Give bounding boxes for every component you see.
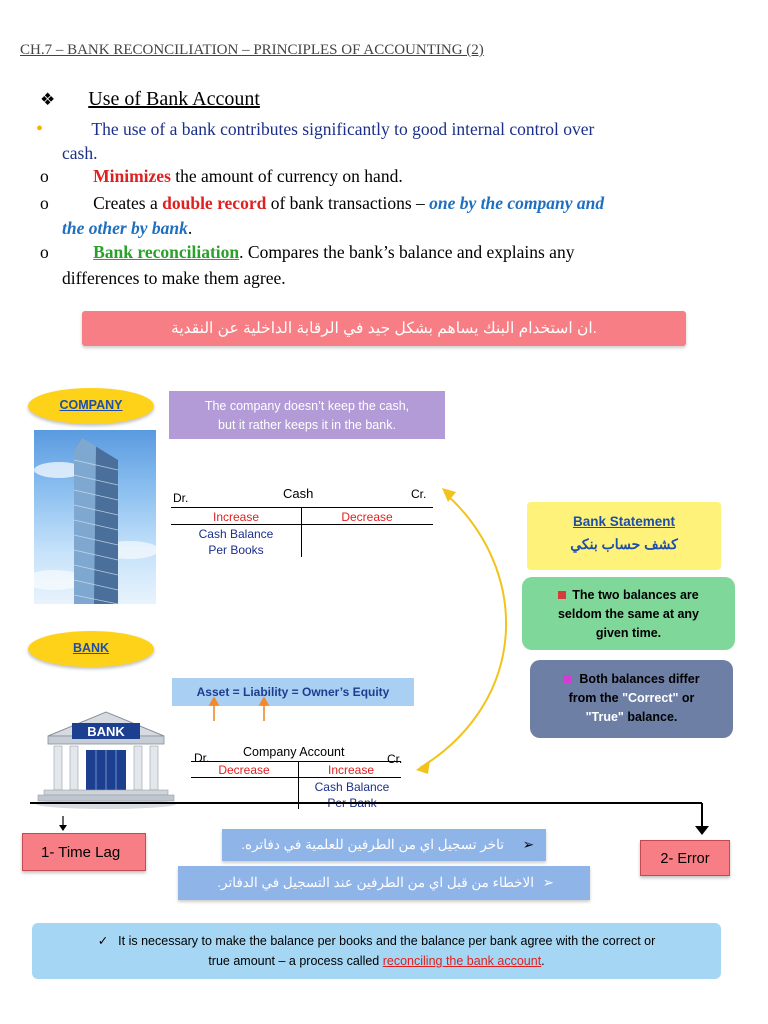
point-4-continuation: differences to make them agree. <box>62 268 286 288</box>
equation-arrows <box>208 696 270 721</box>
curved-arrow <box>416 488 508 774</box>
right-down-line <box>701 803 703 829</box>
point-4-text: . Compares the bank’s balance and explai… <box>239 242 575 262</box>
company-note-line-1: The company doesn’t keep the cash, <box>204 399 410 413</box>
point-3-bullet: o <box>40 193 49 213</box>
point-2: o Minimizes the amount of currency on ha… <box>40 164 403 188</box>
arrow-bullet-icon: ➢ <box>542 875 554 890</box>
gray-note-true: "True" <box>585 710 624 724</box>
point-1: • The use of a bank contributes signific… <box>36 117 594 141</box>
company-t-left-head: Decrease <box>218 763 270 777</box>
green-note-line-2: seldom the same at any <box>557 607 700 621</box>
cash-t-vertical-line <box>301 507 302 557</box>
point-3: o Creates a double record of bank transa… <box>40 191 604 215</box>
point-3-end: . <box>187 218 193 238</box>
company-note: The company doesn’t keep the cash, but i… <box>169 391 445 439</box>
point-4-emphasis: Bank reconciliation <box>93 242 240 262</box>
time-lag-arrow <box>59 816 67 831</box>
curved-arrow-head-top <box>442 488 456 502</box>
company-t-right-head: Increase <box>327 763 375 777</box>
arabic-time-lag-note: تاخر تسجيل اي من الطرفين للعلمية في دفات… <box>222 829 546 861</box>
cash-t-left-head: Increase <box>212 510 260 524</box>
arabic-time-lag-text: تاخر تسجيل اي من الطرفين للعلمية في دفات… <box>241 837 504 852</box>
gray-note-line-3b: balance. <box>623 710 678 724</box>
gray-note-line-2a: from the <box>568 691 623 705</box>
bank-statement-arabic: كشف حساب بنكي <box>570 536 678 552</box>
arrow-bullet-icon: ➢ <box>522 837 534 852</box>
point-3-italic-1: one by the company and <box>429 193 605 213</box>
company-note-line-2: but it rather keeps it in the bank. <box>218 418 396 432</box>
cash-t-dr-label: Dr. <box>173 491 189 505</box>
green-note-bullet-icon <box>558 591 567 599</box>
bank-statement-box: Bank Statement كشف حساب بنكي <box>527 502 721 570</box>
company-oval: COMPANY <box>28 388 154 424</box>
arrow-under-liability-head <box>258 696 270 706</box>
footer-link[interactable]: reconciling the bank account <box>382 954 542 968</box>
company-t-mid-line <box>191 777 401 778</box>
company-t-body-line-1: Cash Balance <box>314 780 390 794</box>
footer-box: ✓ It is necessary to make the balance per… <box>32 923 721 979</box>
point-1-continuation: cash. <box>62 143 98 163</box>
cash-t-left-body: Cash Balance Per Books <box>172 526 300 558</box>
curved-arrow-head-bottom <box>416 760 430 774</box>
error-box: 2- Error <box>640 840 730 876</box>
curved-arrow-path <box>419 493 508 769</box>
section-heading: ❖ Use of Bank Account <box>40 88 260 111</box>
horizontal-divider-line <box>30 802 702 804</box>
error-arrow-head <box>695 826 709 835</box>
gray-note-line-1: Both balances differ <box>579 672 700 686</box>
cash-t-right-head: Decrease <box>341 510 393 524</box>
cash-t-cr-label: Cr. <box>411 487 427 501</box>
time-lag-box: 1- Time Lag <box>22 833 146 871</box>
company-t-title: Company Account <box>243 745 345 759</box>
skyscraper-image <box>34 430 156 604</box>
arabic-error-text: الاخطاء من قبل اي من الطرفين عند التسجيل… <box>217 875 534 890</box>
green-note-line-1: The two balances are <box>572 588 699 602</box>
company-t-cr-label: Cr. <box>387 752 403 766</box>
point-3-emphasis: double record <box>162 193 267 213</box>
diamond-bullet-icon: ❖ <box>40 90 56 109</box>
company-t-vertical-line <box>298 761 299 809</box>
green-note-line-3: given time. <box>595 626 662 640</box>
point-2-text: the amount of currency on hand. <box>170 166 403 186</box>
bank-sign-text: BANK <box>87 724 125 739</box>
footer-line-2: true amount – a process called <box>208 954 383 968</box>
point-2-emphasis: Minimizes <box>93 166 171 186</box>
bank-building-image: BANK <box>26 706 184 810</box>
gray-note-line-2b: or <box>678 691 695 705</box>
balances-note-green: The two balances are seldom the same at … <box>522 577 735 650</box>
page-header: CH.7 – BANK RECONCILIATION – PRINCIPLES … <box>20 42 484 58</box>
point-3-continuation: the other by bank. <box>62 216 192 240</box>
arabic-error-note: الاخطاء من قبل اي من الطرفين عند التسجيل… <box>178 866 590 900</box>
point-4: o Bank reconciliation. Compares the bank… <box>40 240 574 264</box>
arabic-banner: .ان استخدام البنك يساهم بشكل جيد في الرق… <box>82 311 686 346</box>
footer-line-2-end: . <box>541 954 545 968</box>
point-3-italic-2: the other by bank <box>62 218 188 238</box>
section-title: Use of Bank Account <box>88 88 260 110</box>
cash-t-top-line <box>171 507 433 508</box>
point-1-text: The use of a bank contributes significan… <box>91 119 595 139</box>
cash-t-title: Cash <box>283 486 314 501</box>
balances-note-gray: Both balances differ from the "Correct" … <box>530 660 733 738</box>
company-t-top-line <box>191 761 401 762</box>
arrow-under-asset-head <box>208 696 220 706</box>
cash-t-body-line-1: Cash Balance <box>198 527 274 541</box>
company-t-right-body: Cash Balance Per Bank <box>300 779 404 811</box>
check-icon: ✓ <box>97 934 109 948</box>
gray-note-correct: "Correct" <box>622 691 679 705</box>
point-1-bullet-icon: • <box>36 118 44 140</box>
cash-t-body-line-2: Per Books <box>208 543 264 557</box>
point-2-bullet: o <box>40 166 49 186</box>
point-4-bullet: o <box>40 242 49 262</box>
bank-oval: BANK <box>28 631 154 667</box>
footer-line-1: It is necessary to make the balance per … <box>118 934 656 948</box>
point-3-text-b: of bank transactions – <box>266 193 430 213</box>
bank-statement-title: Bank Statement <box>572 514 676 529</box>
point-3-text-a: Creates a <box>93 193 163 213</box>
cash-t-mid-line <box>171 524 433 525</box>
gray-note-bullet-icon <box>563 675 572 683</box>
